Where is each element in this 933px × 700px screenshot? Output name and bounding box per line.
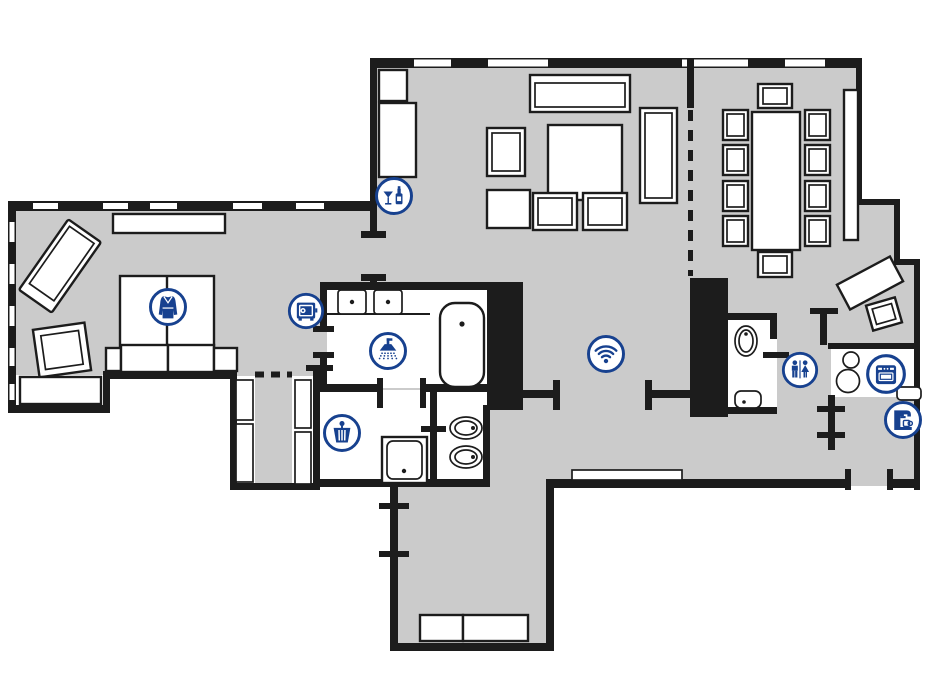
armchair-left (485, 126, 527, 178)
bidet (449, 445, 483, 469)
armchair-bottom-2 (581, 191, 629, 232)
safe-icon (287, 292, 325, 330)
windows-north (33, 203, 324, 209)
burner (842, 351, 860, 369)
headboard-shelf (111, 212, 227, 235)
ottoman (485, 188, 532, 230)
dressing-corridor-floor (255, 372, 292, 488)
restroom-icon (781, 351, 819, 389)
bed-bench (104, 343, 239, 374)
oven-icon (866, 354, 906, 394)
hall-sideboard (571, 469, 683, 481)
desk-chair (864, 295, 904, 333)
kitchenette-fixtures (835, 351, 922, 401)
shower-stall (380, 435, 429, 485)
bathrobe-icon (149, 288, 187, 326)
shaft-right (690, 278, 728, 417)
guest-wc-fixtures (734, 325, 762, 409)
armchair-bottom-1 (531, 191, 579, 232)
dining-chairs (721, 82, 832, 279)
entrance-closet (418, 613, 530, 643)
walls (8, 58, 920, 651)
windows-west (9, 222, 15, 400)
coffee-table (546, 123, 624, 202)
burner (835, 368, 861, 394)
wall-top (370, 58, 862, 68)
bathtub (438, 301, 486, 389)
furniture (18, 68, 922, 643)
toilet (449, 416, 483, 440)
work-desk (835, 254, 905, 312)
sofa (528, 73, 632, 114)
minibar-cabinet (377, 68, 418, 179)
windows-top (414, 59, 825, 67)
wall-bedroom-north (8, 201, 374, 211)
coffee-machine-icon (884, 401, 922, 439)
wc-sink (734, 390, 762, 409)
bedroom-desk (18, 375, 103, 406)
shower-icon (369, 332, 407, 370)
bathroom-fixtures (327, 289, 486, 485)
dining-sideboard (842, 88, 860, 242)
wardrobe-shelves (235, 379, 312, 485)
side-table (31, 321, 93, 379)
shaft-left (487, 282, 523, 410)
minibar-icon (375, 177, 413, 215)
ice-bucket-icon (323, 414, 361, 452)
dining-table (750, 110, 802, 252)
tv-console (638, 106, 679, 205)
chaise-longue (18, 218, 102, 314)
wifi-icon (587, 335, 625, 373)
kitchen-appliance (896, 386, 922, 401)
